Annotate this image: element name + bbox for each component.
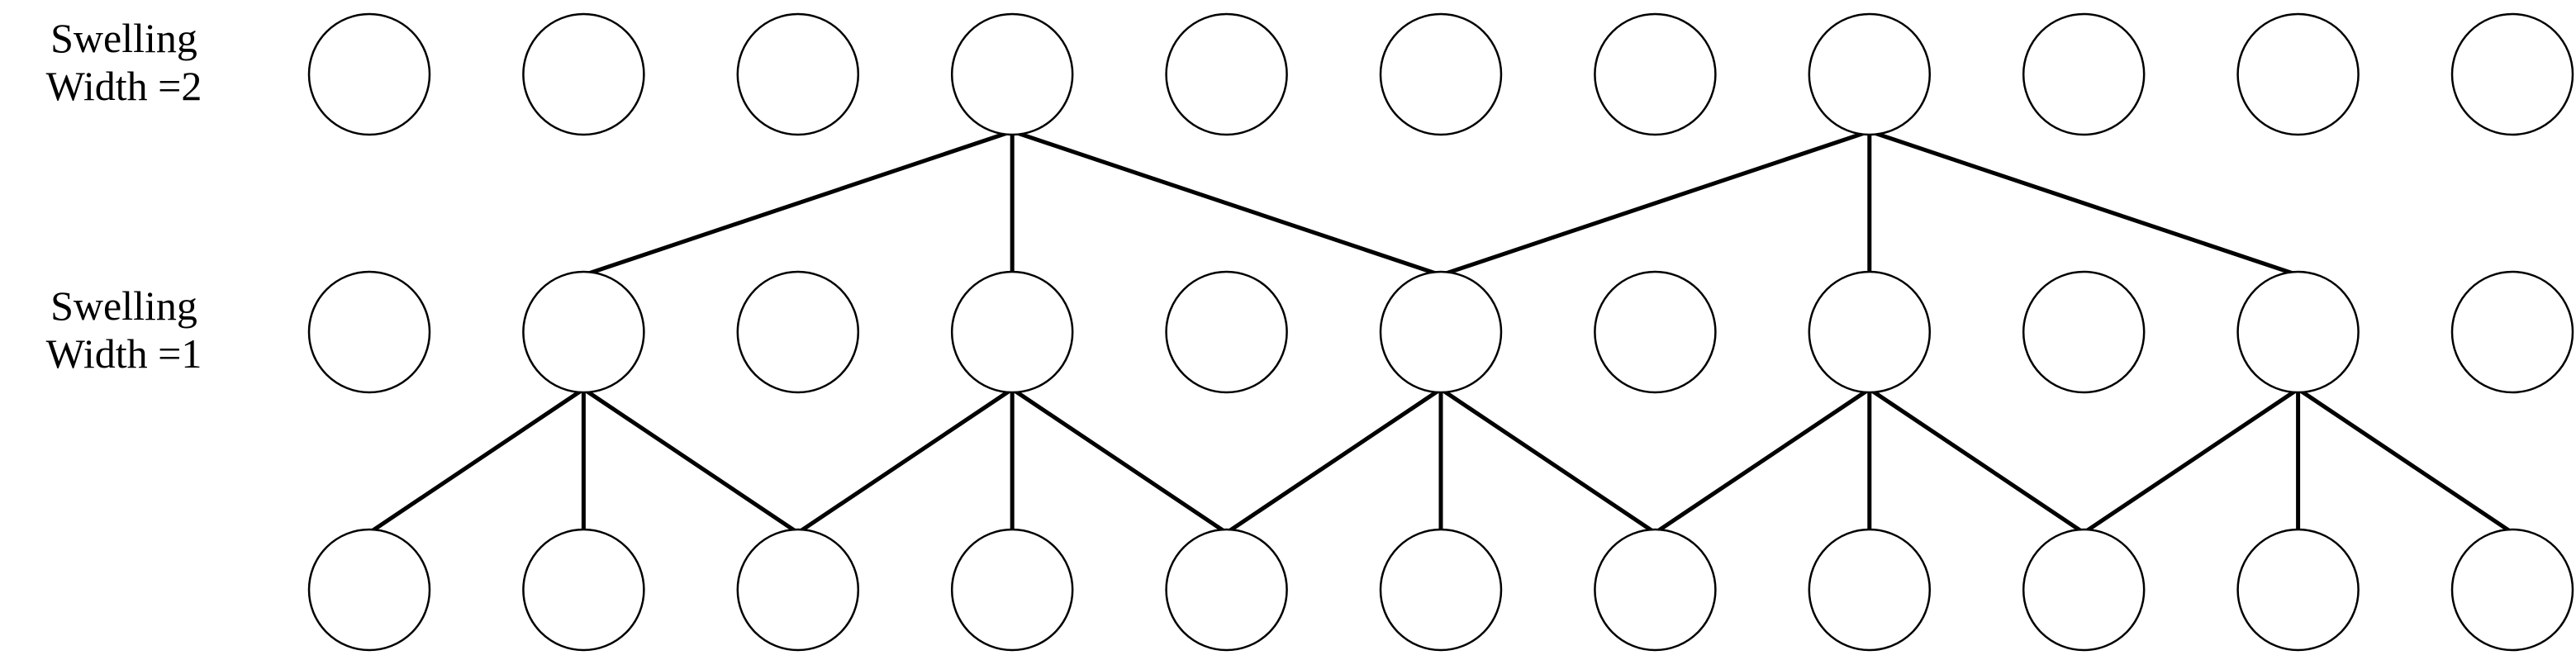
edge-width1-7-to-6 (1652, 387, 1872, 535)
node-r1-c9 (2236, 270, 2360, 394)
node-r0-c6 (1594, 12, 1717, 136)
node-r0-c10 (2450, 12, 2574, 136)
node-r1-c10 (2450, 270, 2574, 394)
node-r1-c4 (1165, 270, 1288, 394)
node-r1-c2 (736, 270, 860, 394)
node-r0-c4 (1165, 12, 1288, 136)
edge-width1-3-to-4 (1010, 387, 1229, 535)
node-r2-c9 (2236, 528, 2360, 652)
node-r2-c2 (736, 528, 860, 652)
edge-width1-9-to-8 (2081, 387, 2301, 535)
edge-width2-3-to-1 (581, 129, 1015, 278)
node-r1-c7 (1808, 270, 1932, 394)
edge-width1-9-to-10 (2296, 387, 2515, 535)
row-label-line: Width =2 (45, 63, 202, 109)
node-r0-c2 (736, 12, 860, 136)
edge-width1-7-to-8 (1867, 387, 2086, 535)
edge-width1-5-to-6 (1438, 387, 1657, 535)
edge-width1-5-to-4 (1224, 387, 1443, 535)
node-r0-c5 (1379, 12, 1503, 136)
node-r0-c0 (307, 12, 431, 136)
row-label-line: Width =1 (45, 330, 202, 377)
node-r2-c8 (2022, 528, 2146, 652)
node-r0-c1 (522, 12, 645, 136)
node-r2-c10 (2450, 528, 2574, 652)
edge-width2-3-to-5 (1010, 129, 1443, 278)
node-r2-c6 (1594, 528, 1717, 652)
node-r2-c4 (1165, 528, 1288, 652)
row-label-line: Swelling (50, 15, 197, 61)
node-r1-c8 (2022, 270, 2146, 394)
row-label-swelling-width-1: Swelling Width =1 (17, 282, 231, 377)
edge-width1-1-to-2 (581, 387, 801, 535)
row-label-line: Swelling (50, 283, 197, 329)
edge-width2-7-to-9 (1867, 129, 2301, 278)
row-label-swelling-width-2: Swelling Width =2 (17, 14, 231, 110)
node-r0-c7 (1808, 12, 1932, 136)
node-r0-c8 (2022, 12, 2146, 136)
node-r2-c0 (307, 528, 431, 652)
edge-width2-7-to-5 (1438, 129, 1872, 278)
node-r1-c6 (1594, 270, 1717, 394)
edges-layer (367, 129, 2515, 535)
node-r1-c0 (307, 270, 431, 394)
node-r1-c5 (1379, 270, 1503, 394)
node-r0-c3 (950, 12, 1074, 136)
node-r2-c3 (950, 528, 1074, 652)
node-r2-c5 (1379, 528, 1503, 652)
edge-width1-1-to-0 (367, 387, 586, 535)
node-r1-c1 (522, 270, 645, 394)
nodes-layer (307, 12, 2574, 652)
node-r2-c1 (522, 528, 645, 652)
node-r2-c7 (1808, 528, 1932, 652)
node-r1-c3 (950, 270, 1074, 394)
edge-width1-3-to-2 (796, 387, 1015, 535)
node-r0-c9 (2236, 12, 2360, 136)
